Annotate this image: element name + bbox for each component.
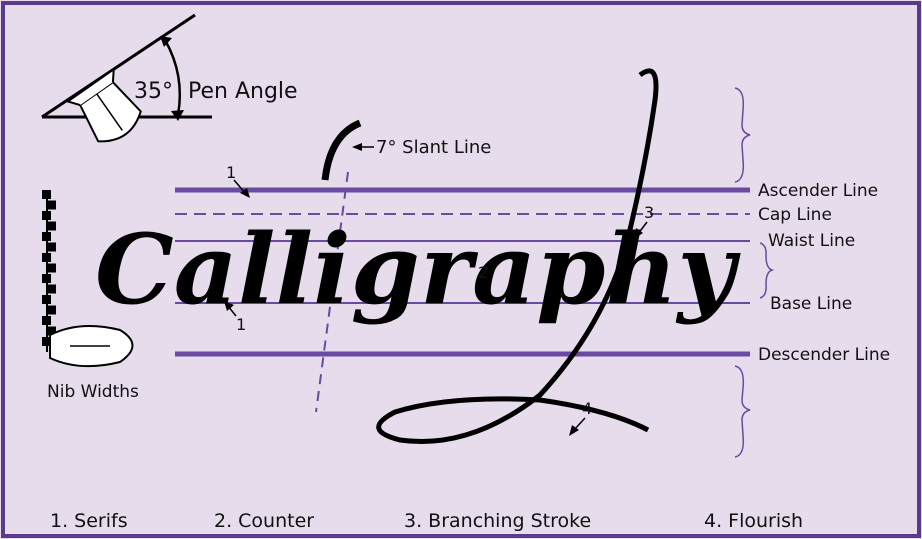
legend-item-branching-stroke: 3. Branching Stroke (404, 510, 591, 532)
pen-angle-illustration: 35° Pen Angle (41, 13, 298, 143)
callout-number: 1 (226, 163, 236, 182)
nib-width-square (47, 284, 56, 294)
calligraphy-word: Calligraphy (95, 68, 741, 445)
nib-icon (49, 325, 134, 368)
callout-number: 3 (644, 203, 654, 222)
nib-width-square (47, 200, 56, 210)
slant-line (315, 171, 349, 413)
base-line-label: Base Line (770, 294, 852, 314)
nib-widths-ladder: Nib Widths (42, 190, 139, 402)
calligraphy-text: Calligraphy (95, 213, 741, 326)
nib-width-square (47, 242, 56, 252)
waist-line-label: Waist Line (768, 231, 855, 251)
cap-line-label: Cap Line (758, 205, 832, 225)
pen-angle-label: Pen Angle (188, 79, 298, 104)
nib-width-square (47, 221, 56, 231)
ascender-line-label: Ascender Line (758, 181, 878, 201)
descender-line-label: Descender Line (758, 345, 890, 365)
callout-number: 1 (236, 315, 246, 334)
callout-number: 2 (478, 263, 488, 282)
legend-item-flourish: 4. Flourish (704, 510, 803, 532)
guide-lines (175, 171, 750, 413)
legend: 1. Serifs 2. Counter 3. Branching Stroke… (50, 510, 803, 532)
legend-item-counter: 2. Counter (214, 510, 314, 532)
height-braces (734, 87, 775, 458)
nib-width-square (47, 263, 56, 273)
legend-item-serifs: 1. Serifs (50, 510, 128, 532)
nib-width-square (47, 305, 56, 315)
nib-width-square (47, 326, 56, 336)
pen-angle-degrees: 35° (134, 79, 173, 104)
slant-line-label: 7° Slant Line (376, 137, 491, 158)
nib-widths-label: Nib Widths (47, 382, 139, 402)
pen-nib-icon (65, 67, 142, 143)
callout-number: 4 (582, 399, 592, 418)
